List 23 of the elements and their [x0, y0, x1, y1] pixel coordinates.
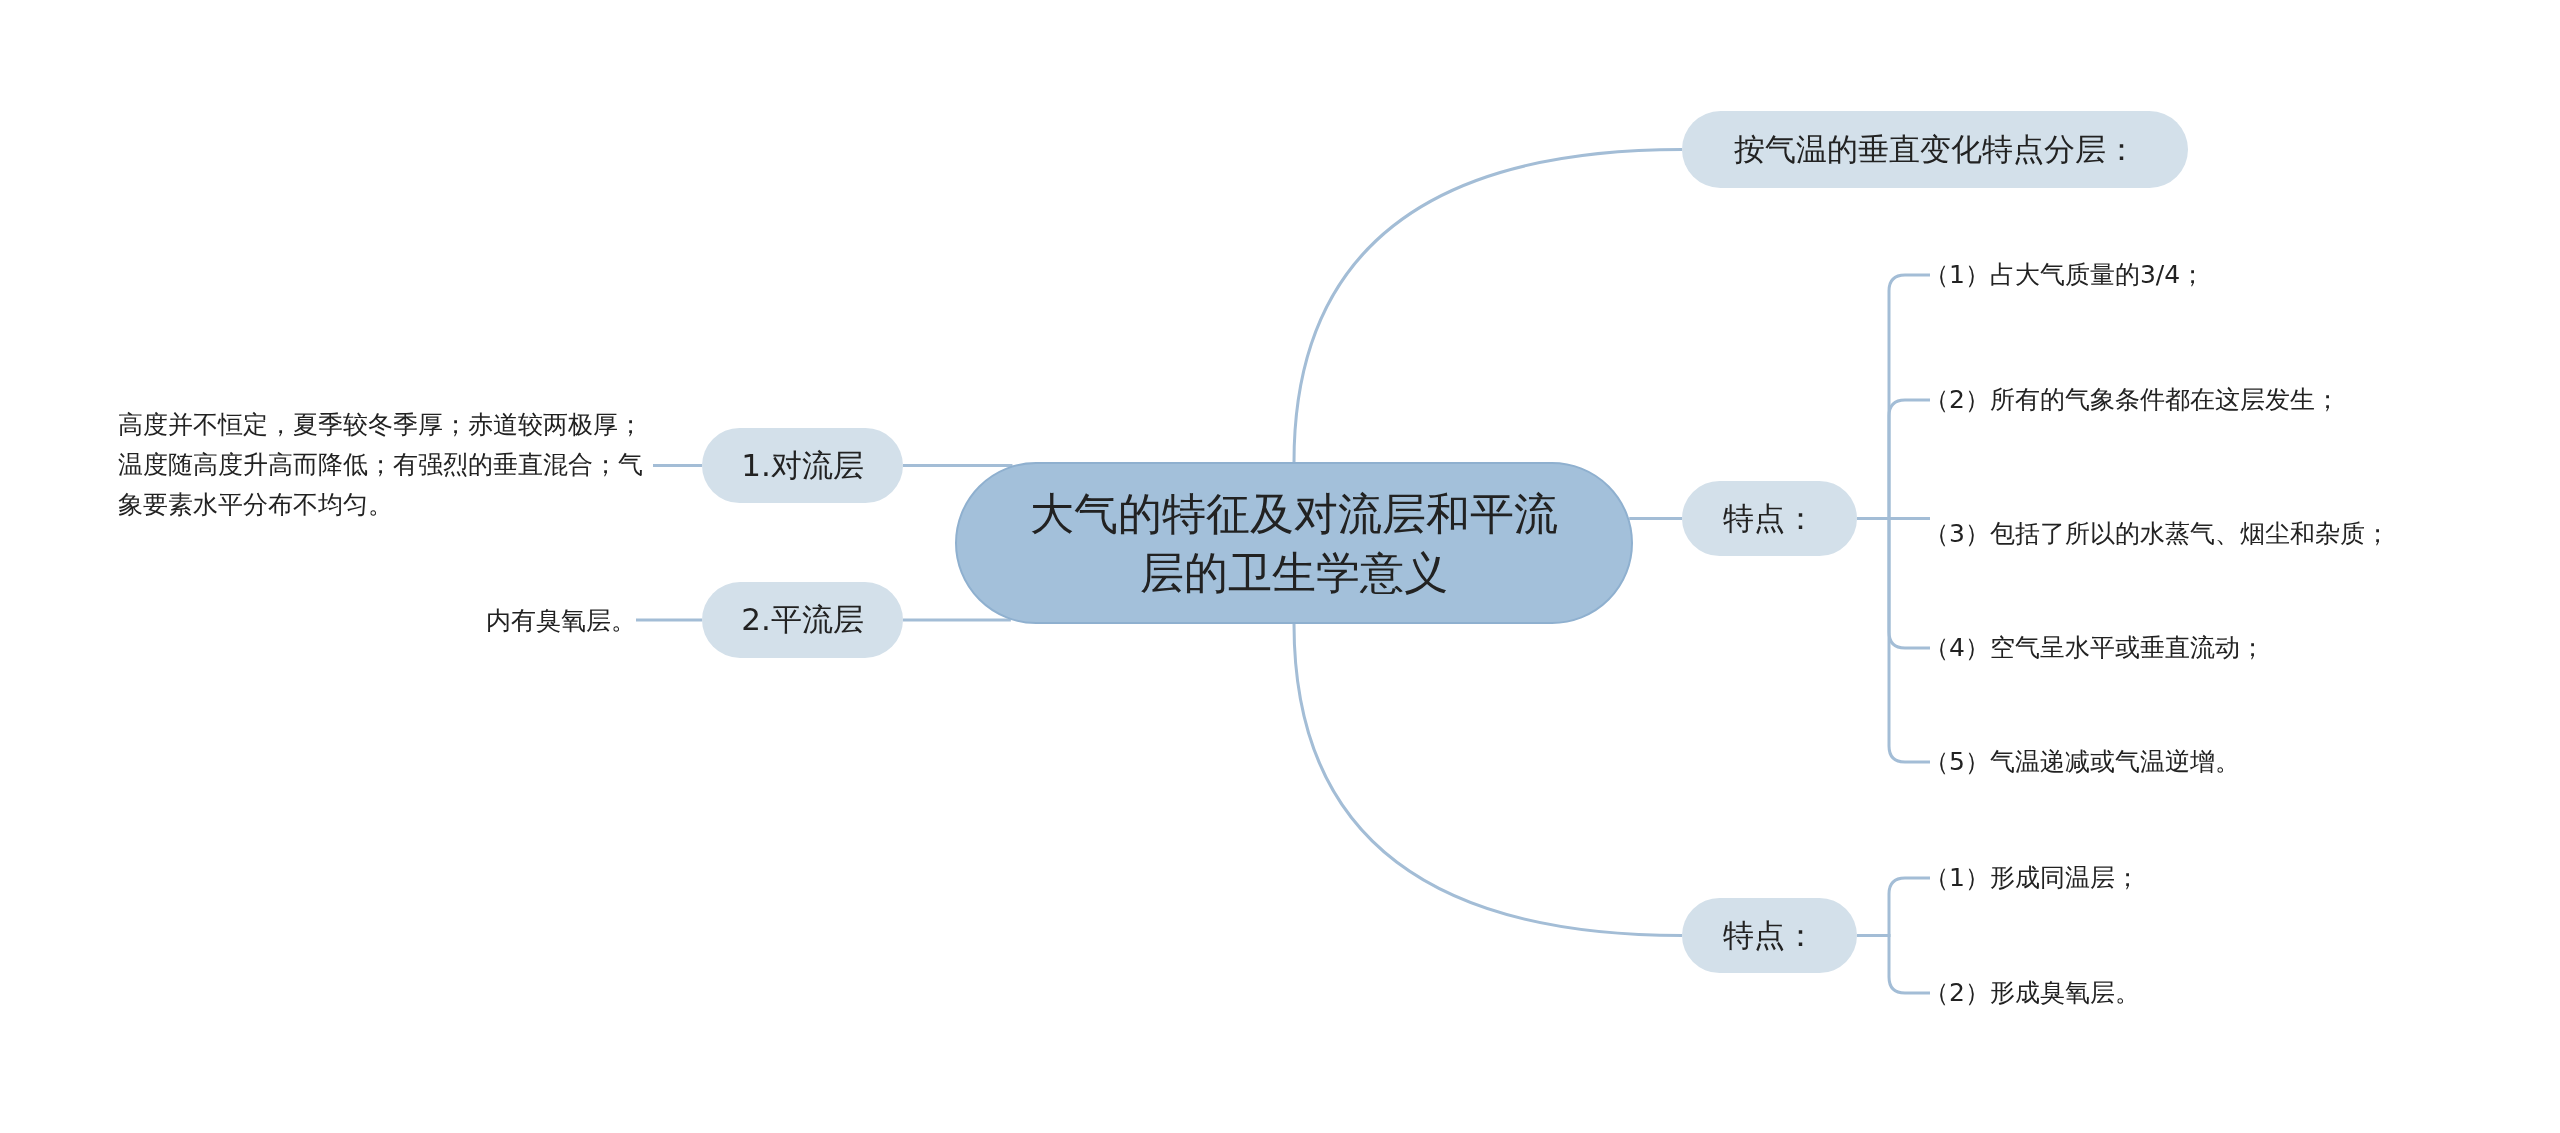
topic-pill: 按气温的垂直变化特点分层：: [1682, 111, 2188, 188]
topic-pill: 特点：: [1682, 898, 1857, 973]
topic-pill: 2.平流层: [702, 582, 903, 658]
connector-line: [1857, 934, 1930, 995]
note-text: （5）气温递减或气温逆增。: [1924, 742, 2424, 782]
note-text: （4）空气呈水平或垂直流动；: [1924, 628, 2424, 668]
note-text: （1）占大气质量的3/4；: [1924, 255, 2344, 295]
note-text: （3）包括了所以的水蒸气、烟尘和杂质；: [1924, 514, 2484, 554]
note-text: （2）形成臭氧层。: [1924, 973, 2344, 1013]
connector-line: [1629, 517, 1682, 520]
connector-line: [653, 464, 702, 467]
note-text: （1）形成同温层；: [1924, 858, 2344, 898]
connector-line: [1292, 623, 1683, 937]
note-text: 高度并不恒定，夏季较冬季厚；赤道较两极厚；温度随高度升高而降低；有强烈的垂直混合；气象要素水平分布不均匀。: [118, 410, 653, 520]
topic-pill: 1.对流层: [702, 428, 903, 503]
connector-line: [636, 618, 702, 622]
note-text: 内有臭氧层。: [470, 601, 636, 641]
note-text: （2）所有的气象条件都在这层发生；: [1924, 380, 2484, 420]
central-topic: 大气的特征及对流层和平流层的卫生学意义: [955, 462, 1633, 624]
connector-line: [1292, 148, 1683, 463]
topic-pill: 特点：: [1682, 481, 1857, 556]
connector-line: [903, 618, 1011, 622]
connector-line: [903, 464, 1013, 467]
